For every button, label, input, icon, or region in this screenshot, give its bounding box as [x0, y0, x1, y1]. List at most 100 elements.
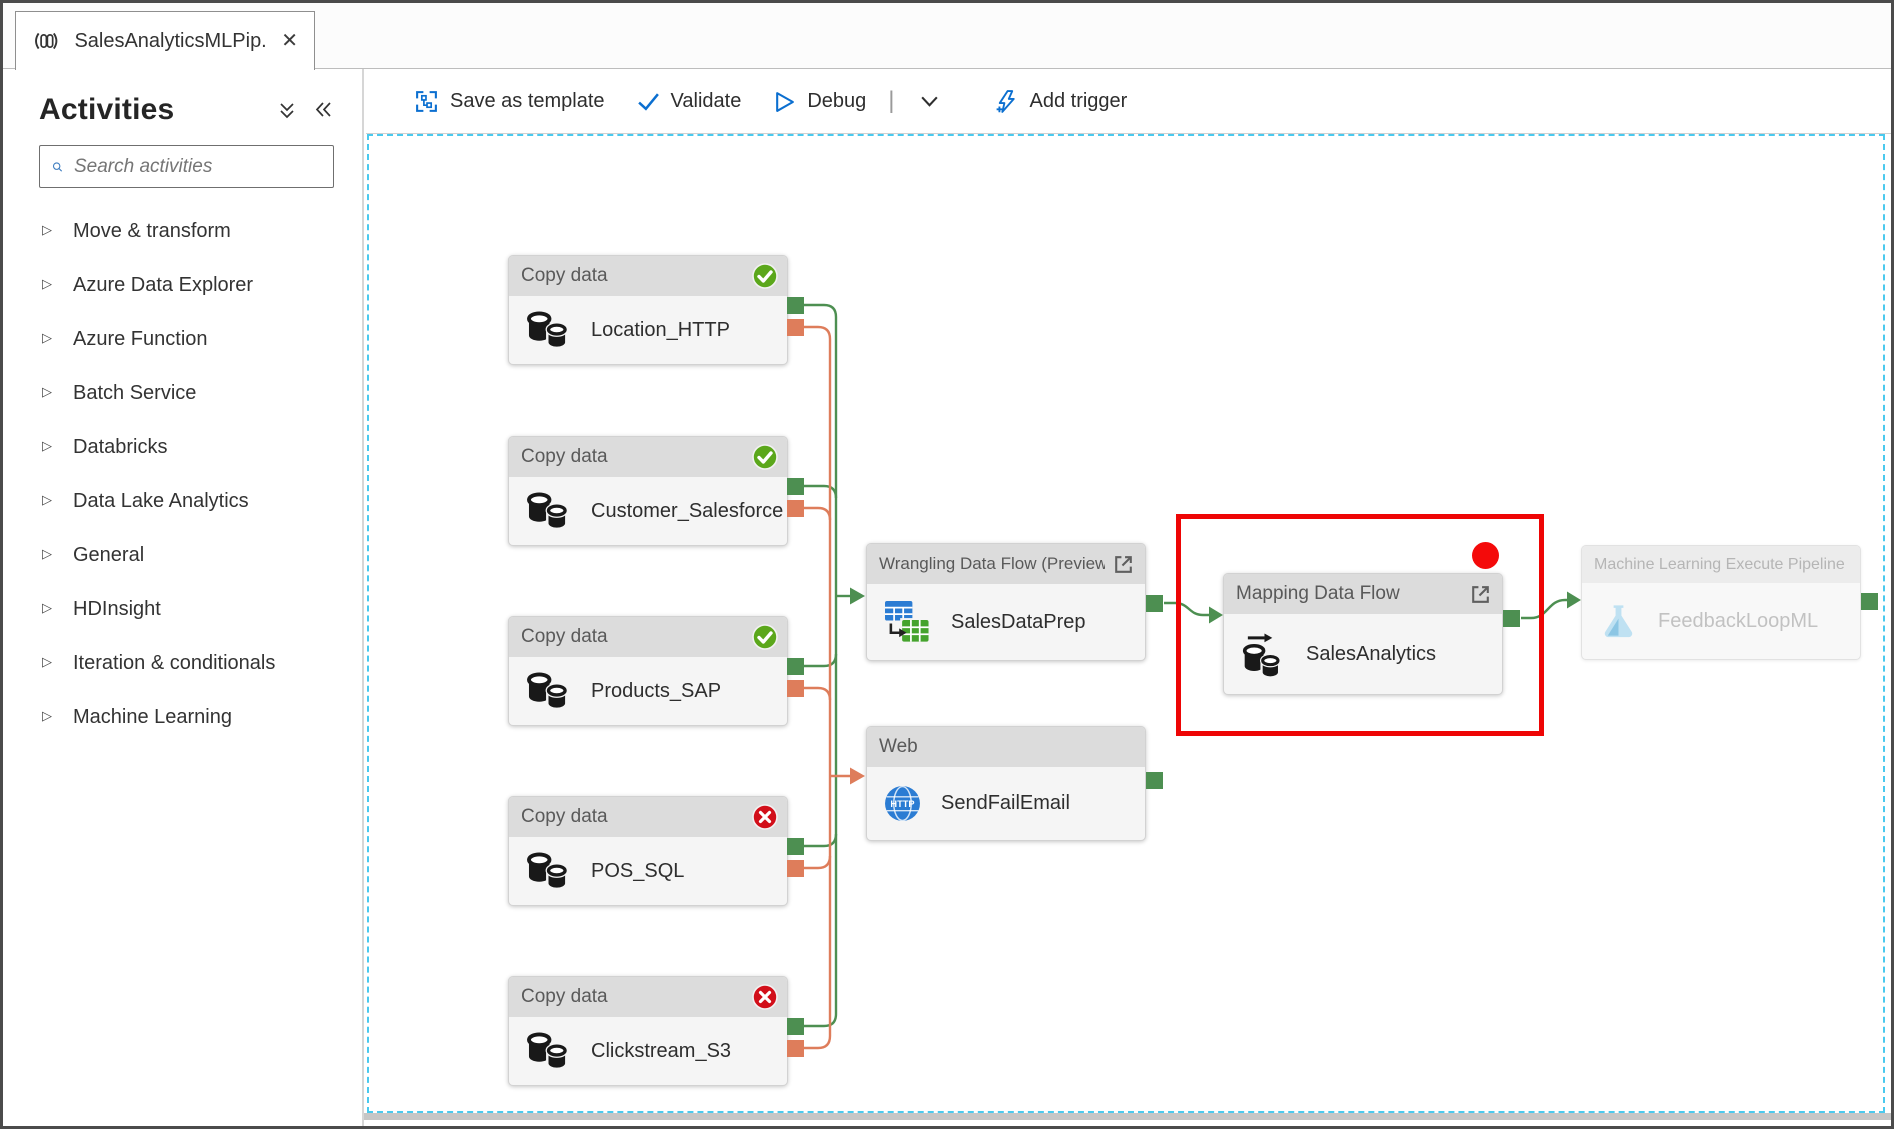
expander-icon[interactable]: ▷: [42, 600, 52, 615]
node-header: Wrangling Data Flow (Preview: [867, 544, 1145, 584]
node-type-label: Mapping Data Flow: [1236, 583, 1400, 604]
status-error-icon: [752, 984, 778, 1010]
node-header: Copy data: [509, 256, 787, 296]
expander-icon[interactable]: ▷: [42, 708, 52, 723]
activity-node-products-sap[interactable]: Copy data Products_SAP: [508, 616, 788, 726]
pipeline-toolbar: Save as template Validate Debug |: [366, 69, 1891, 134]
node-body: Location_HTTP: [509, 296, 787, 364]
tab-close-icon[interactable]: ✕: [281, 30, 298, 52]
activity-node-clickstream-s3[interactable]: Copy data Clickstream_S3: [508, 976, 788, 1086]
node-type-label: Copy data: [521, 265, 608, 286]
toolbar-divider: |: [888, 87, 895, 114]
node-name-label: Products_SAP: [591, 679, 722, 702]
web-http-icon: [884, 785, 921, 822]
search-box: [39, 145, 334, 188]
sidebar-item-data-lake-analytics[interactable]: ▷Data Lake Analytics: [3, 474, 362, 528]
node-header: Mapping Data Flow: [1224, 574, 1502, 614]
debug-label: Debug: [807, 89, 867, 112]
save-as-template-button[interactable]: Save as template: [402, 81, 617, 122]
sidebar-item-batch-service[interactable]: ▷Batch Service: [3, 366, 362, 420]
node-name-label: FeedbackLoopML: [1658, 609, 1819, 632]
collapse-all-icon[interactable]: [278, 101, 296, 119]
node-body: SalesAnalytics: [1224, 614, 1502, 694]
validate-check-icon: [637, 92, 659, 111]
debug-play-icon: [776, 91, 795, 112]
sidebar-item-label: Azure Data Explorer: [73, 273, 254, 296]
node-body: SendFailEmail: [867, 767, 1145, 840]
expander-icon[interactable]: ▷: [42, 654, 52, 669]
node-name-label: Customer_Salesforce: [591, 499, 784, 522]
node-name-label: Location_HTTP: [591, 318, 730, 341]
activity-node-location-http[interactable]: Copy data Location_HTTP: [508, 255, 788, 365]
node-type-label: Copy data: [521, 626, 608, 647]
node-body: Clickstream_S3: [509, 1017, 787, 1085]
copy-data-icon: [526, 491, 571, 532]
node-header: Machine Learning Execute Pipeline: [1582, 546, 1860, 583]
copy-data-icon: [526, 851, 571, 892]
activity-node-salesdataprep[interactable]: Wrangling Data Flow (Preview SalesDataPr…: [866, 543, 1146, 661]
sidebar-item-azure-data-explorer[interactable]: ▷ Azure Data Explorer: [3, 258, 362, 312]
expander-icon[interactable]: ▷: [42, 222, 52, 237]
node-name-label: SendFailEmail: [941, 792, 1070, 814]
status-error-icon: [752, 804, 778, 830]
template-icon: [416, 90, 437, 112]
node-header: Web: [867, 727, 1145, 767]
machine-learning-icon: [1599, 602, 1638, 641]
status-success-icon: [752, 444, 778, 470]
wrangling-data-flow-icon: [884, 600, 931, 645]
sidebar-item-general[interactable]: ▷ General: [3, 528, 362, 582]
node-type-label: Machine Learning Execute Pipeline: [1594, 555, 1845, 573]
copy-data-icon: [526, 671, 571, 712]
activities-sidebar: Activities ▷Move & transform ▷ Azure Data…: [3, 69, 364, 1126]
mapping-data-flow-icon: [1241, 632, 1286, 677]
sidebar-item-databricks[interactable]: ▷Databricks: [3, 420, 362, 474]
expander-icon[interactable]: ▷: [42, 384, 52, 399]
debug-options-chevron[interactable]: [907, 83, 952, 120]
activity-node-sendfailemail[interactable]: Web SendFailEmail: [866, 726, 1146, 841]
sidebar-item-hdinsight[interactable]: ▷ HDInsight: [3, 582, 362, 636]
node-name-label: Clickstream_S3: [591, 1039, 732, 1062]
search-input[interactable]: [74, 155, 321, 178]
status-success-icon: [752, 263, 778, 289]
activity-node-feedbackloopml[interactable]: Machine Learning Execute Pipeline Feedba…: [1581, 545, 1861, 660]
chevron-down-icon: [920, 96, 938, 107]
sidebar-item-machine-learning[interactable]: ▷ Machine Learning: [3, 690, 362, 744]
node-header: Copy data: [509, 977, 787, 1017]
expander-icon[interactable]: ▷: [42, 438, 52, 453]
node-body: FeedbackLoopML: [1582, 583, 1860, 659]
sidebar-item-label: HDInsight: [73, 597, 161, 620]
validate-button[interactable]: Validate: [625, 82, 754, 121]
open-data-flow-icon[interactable]: [1468, 582, 1493, 607]
node-type-label: Copy data: [521, 446, 608, 467]
node-body: Customer_Salesforce: [509, 477, 787, 545]
collapse-panel-icon[interactable]: [314, 101, 332, 119]
sidebar-item-label: General: [73, 543, 145, 566]
sidebar-item-label: Machine Learning: [73, 705, 232, 728]
add-trigger-button[interactable]: Add trigger: [982, 81, 1140, 122]
add-trigger-label: Add trigger: [1029, 89, 1128, 112]
node-body: POS_SQL: [509, 837, 787, 905]
sidebar-item-iteration-conditionals[interactable]: ▷Iteration & conditionals: [3, 636, 362, 690]
sidebar-item-azure-function[interactable]: ▷ Azure Function: [3, 312, 362, 366]
node-name-label: SalesDataPrep: [951, 610, 1086, 633]
activity-node-pos-sql[interactable]: Copy data POS_SQL: [508, 796, 788, 906]
expander-icon[interactable]: ▷: [42, 330, 52, 345]
sidebar-title: Activities: [39, 93, 175, 126]
bottom-scrollbar-track[interactable]: [3, 1113, 1891, 1120]
open-data-flow-icon[interactable]: [1111, 552, 1136, 577]
sidebar-item-move-transform[interactable]: ▷Move & transform: [3, 204, 362, 258]
expander-icon[interactable]: ▷: [42, 546, 52, 561]
activities-list: ▷Move & transform ▷ Azure Data Explorer ▷…: [3, 204, 362, 744]
trigger-bolt-icon: [996, 89, 1015, 113]
validate-label: Validate: [670, 89, 742, 112]
pipeline-tab[interactable]: SalesAnalyticsMLPip... ✕: [15, 11, 315, 70]
activity-node-salesanalytics[interactable]: Mapping Data Flow SalesAnalytics: [1223, 573, 1503, 695]
node-type-label: Web: [879, 736, 918, 757]
activity-node-customer-salesforce[interactable]: Copy data Customer_Salesforce: [508, 436, 788, 546]
node-type-label: Wrangling Data Flow (Preview: [879, 554, 1105, 573]
debug-button[interactable]: Debug: [761, 82, 878, 121]
sidebar-item-label: Azure Function: [73, 327, 208, 350]
expander-icon[interactable]: ▷: [42, 276, 52, 291]
expander-icon[interactable]: ▷: [42, 492, 52, 507]
